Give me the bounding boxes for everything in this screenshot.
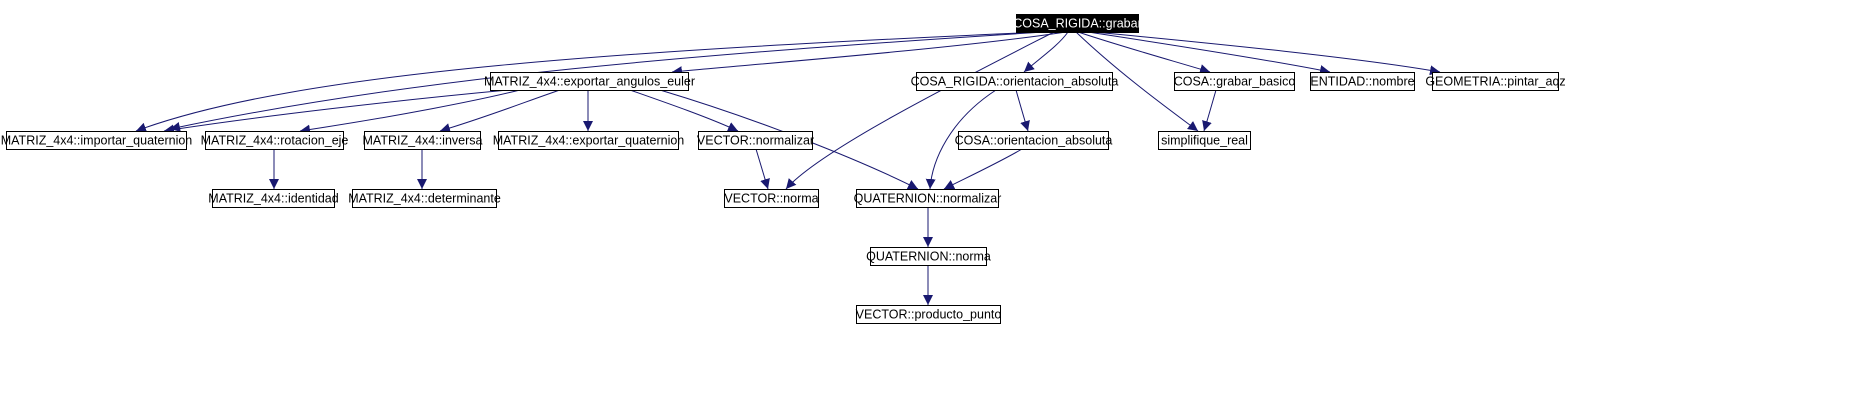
node-box [364, 131, 481, 150]
node-box [498, 131, 679, 150]
edge-n1-to-n8 [439, 89, 561, 133]
graph-node[interactable]: MATRIZ_4x4::determinante [348, 189, 501, 208]
graph-node[interactable]: COSA::grabar_basico [1174, 72, 1296, 91]
node-box [205, 131, 344, 150]
graph-node[interactable]: simplifique_real [1158, 131, 1251, 150]
edge-n0-to-n6 [135, 31, 1043, 133]
node-label: GEOMETRIA::pintar_aqz [1425, 75, 1565, 89]
node-label: ENTIDAD::nombre [1310, 75, 1414, 89]
edge-n0-to-n4 [1087, 31, 1331, 75]
node-label: VECTOR::norma [724, 192, 818, 206]
node-box [958, 131, 1109, 150]
node-label: VECTOR::producto_punto [856, 308, 1002, 322]
graph-node[interactable]: QUATERNION::norma [866, 247, 991, 266]
graph-node[interactable]: QUATERNION::normalizar [854, 189, 1002, 208]
node-box [212, 189, 335, 208]
graph-node[interactable]: ENTIDAD::nombre [1310, 72, 1415, 91]
edge-n2-to-n16 [925, 89, 997, 190]
node-label: simplifique_real [1161, 134, 1248, 148]
graph-node[interactable]: COSA::orientacion_absoluta [955, 131, 1113, 150]
node-label: QUATERNION::norma [866, 250, 991, 264]
node-box [490, 72, 689, 91]
edge-n1-to-n6 [163, 89, 509, 135]
node-box [1016, 14, 1139, 33]
node-box [856, 305, 1001, 324]
node-box [916, 72, 1113, 91]
node-label: MATRIZ_4x4::rotacion_eje [201, 134, 349, 148]
graph-node[interactable]: MATRIZ_4x4::importar_quaternion [1, 131, 193, 150]
graph-node[interactable]: MATRIZ_4x4::exportar_quaternion [493, 131, 685, 150]
node-box [352, 189, 497, 208]
node-layer: COSA_RIGIDA::grabarMATRIZ_4x4::exportar_… [1, 14, 1566, 324]
edge-n0-to-n3 [1077, 31, 1211, 74]
edge-n3-to-n12 [1202, 89, 1217, 132]
graph-node[interactable]: COSA_RIGIDA::orientacion_absoluta [911, 72, 1119, 91]
edge-n2-to-n11 [1015, 89, 1030, 132]
edge-n1-to-n7 [299, 89, 521, 135]
node-label: COSA::grabar_basico [1174, 75, 1296, 89]
graph-node[interactable]: VECTOR::normalizar [697, 131, 814, 150]
graph-node[interactable]: MATRIZ_4x4::inversa [363, 131, 483, 150]
edge-n11-to-n16 [943, 148, 1023, 190]
node-box [1310, 72, 1415, 91]
node-label: COSA_RIGIDA::grabar [1013, 17, 1142, 31]
edge-n0-to-n12 [1075, 31, 1199, 132]
root-node[interactable]: COSA_RIGIDA::grabar [1013, 14, 1142, 33]
node-box [856, 189, 999, 208]
node-label: VECTOR::normalizar [697, 134, 814, 148]
node-box [724, 189, 819, 208]
edge-n0-to-n7 [169, 31, 1045, 132]
node-box [870, 247, 987, 266]
graph-node[interactable]: VECTOR::producto_punto [856, 305, 1002, 324]
node-label: COSA::orientacion_absoluta [955, 134, 1113, 148]
edge-n10-to-n15 [755, 148, 770, 190]
graph-node[interactable]: VECTOR::norma [724, 189, 819, 208]
node-label: MATRIZ_4x4::determinante [348, 192, 501, 206]
graph-node[interactable]: MATRIZ_4x4::rotacion_eje [201, 131, 349, 150]
graph-node[interactable]: MATRIZ_4x4::identidad [208, 189, 339, 208]
edge-n0-to-n15 [785, 31, 1055, 190]
node-label: MATRIZ_4x4::importar_quaternion [1, 134, 193, 148]
edge-n0-to-n2 [1023, 31, 1069, 73]
edge-n1-to-n10 [629, 89, 739, 132]
graph-node[interactable]: MATRIZ_4x4::exportar_angulos_euler [484, 72, 695, 91]
node-box [1432, 72, 1559, 91]
node-label: COSA_RIGIDA::orientacion_absoluta [911, 75, 1119, 89]
node-label: MATRIZ_4x4::exportar_angulos_euler [484, 75, 695, 89]
node-label: MATRIZ_4x4::exportar_quaternion [493, 134, 685, 148]
node-label: QUATERNION::normalizar [854, 192, 1002, 206]
node-box [1158, 131, 1251, 150]
edge-n0-to-n1 [671, 31, 1067, 77]
graph-node[interactable]: GEOMETRIA::pintar_aqz [1425, 72, 1566, 91]
node-box [6, 131, 187, 150]
node-box [1174, 72, 1295, 91]
node-label: MATRIZ_4x4::identidad [208, 192, 338, 206]
edge-n0-to-n5 [1093, 31, 1441, 76]
edge-layer [135, 31, 1441, 305]
node-label: MATRIZ_4x4::inversa [363, 134, 483, 148]
node-box [698, 131, 813, 150]
